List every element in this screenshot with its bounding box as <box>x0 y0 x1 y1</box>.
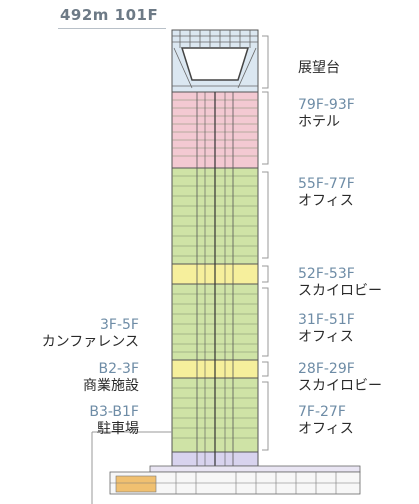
zone-label-retail: B2-3F 商業施設 <box>83 361 139 395</box>
zone-label-skylobby-upper: 52F-53F スカイロビー <box>298 266 382 300</box>
zone-label-conference: 3F-5F カンファレンス <box>42 317 139 351</box>
podium-base <box>91 431 361 504</box>
zone-label-observatory: 展望台 <box>298 60 340 77</box>
zone-code: B2-3F <box>98 361 139 377</box>
zone-name: ホテル <box>298 114 340 130</box>
zone-name: 商業施設 <box>83 378 139 394</box>
zone-label-office-middle: 31F-51F オフィス <box>298 312 355 346</box>
zone-name: オフィス <box>298 329 354 345</box>
zone-name: カンファレンス <box>41 334 139 350</box>
zone-label-skylobby-lower: 28F-29F スカイロビー <box>298 361 382 395</box>
zone-code: 3F-5F <box>100 317 139 333</box>
zone-name: 展望台 <box>298 60 340 76</box>
zone-name: スカイロビー <box>298 378 382 394</box>
observatory-section <box>171 29 259 93</box>
zone-name: 駐車場 <box>97 421 139 437</box>
zone-code: 28F-29F <box>298 361 355 377</box>
zone-label-office-lower: 7F-27F オフィス <box>298 404 354 438</box>
zone-label-parking: B3-B1F 駐車場 <box>89 404 139 438</box>
zone-code: 79F-93F <box>298 97 355 113</box>
title-underline <box>58 28 166 29</box>
zone-name: オフィス <box>298 193 354 209</box>
right-brackets <box>262 35 269 451</box>
zone-code: 31F-51F <box>298 312 355 328</box>
zone-name: スカイロビー <box>298 283 382 299</box>
zone-code: 55F-77F <box>298 176 355 192</box>
zone-code: 7F-27F <box>298 404 346 420</box>
height-floors-title: 492m 101F <box>60 6 159 24</box>
zone-label-hotel: 79F-93F ホテル <box>298 97 355 131</box>
zone-label-office-upper: 55F-77F オフィス <box>298 176 355 210</box>
zone-name: オフィス <box>298 421 354 437</box>
zone-code: B3-B1F <box>89 404 139 420</box>
zone-code: 52F-53F <box>298 266 355 282</box>
